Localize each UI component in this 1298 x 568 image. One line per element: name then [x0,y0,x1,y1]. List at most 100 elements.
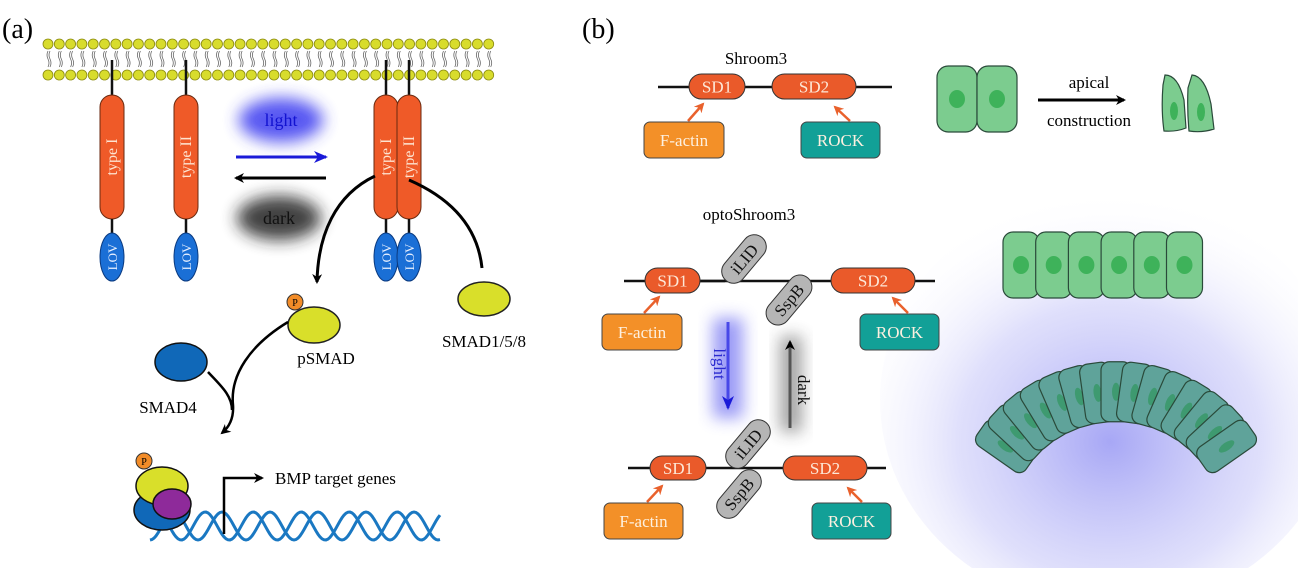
lipid-head [257,69,269,81]
lipid-tail [444,50,447,68]
lipid-head [200,69,212,81]
lipid-tail [274,50,278,68]
complex-phospho [135,452,153,470]
lipid-tail [408,50,411,68]
lipid-head [223,38,235,50]
complex-cofactor [152,488,192,520]
sspb-domain-shape [716,469,762,519]
cell-nucleus [1170,102,1178,120]
flat-cell [1035,231,1073,299]
lipid-head [291,69,303,81]
lipid-head [245,38,257,50]
lipid-head [65,38,76,50]
cell-nucleus [1143,256,1160,274]
lipid-head [166,69,178,81]
lipid-head [132,69,144,81]
lipid-tail [69,50,72,68]
lipid-head [110,38,122,50]
lipid-head [189,69,201,81]
lipid-head [223,69,235,81]
cell-nucleus [949,90,965,108]
lipid-tail [376,50,380,68]
lipid-head [144,69,156,81]
light-glow [239,98,323,142]
phospho-group [286,293,304,311]
factin-box-label: F-actin [618,323,667,342]
rock-box-label: ROCK [828,512,876,531]
lipid-head [483,38,495,50]
lipid-head [313,38,325,50]
smad158-blob [457,281,511,317]
lipid-tail [374,50,378,68]
lipid-tail [466,50,470,68]
lipid-tail [432,50,436,68]
ilid-domain: iLID [721,234,767,284]
lipid-head [449,69,461,81]
lipid-tail [306,50,310,68]
lipid-tail [250,50,253,68]
lipid-head [358,69,370,81]
lipid-head [449,38,461,50]
shroom3-title: Shroom3 [725,49,787,68]
factin-box [643,121,725,159]
lipid-tail [227,50,231,68]
lipid-tail [272,50,276,68]
dark-label-b: dark [794,375,813,406]
binding-arrow [643,295,661,314]
smad4-blob [154,342,208,382]
rock-box-label: ROCK [817,131,865,150]
lipid-head [313,69,325,81]
cell-nucleus [1024,413,1038,429]
lipid-head [76,38,88,50]
factin-box [603,502,684,540]
flat-cell [1002,231,1040,299]
lipid-head [144,38,156,50]
lipid-tail [57,50,61,68]
factin-box-label: F-actin [619,512,668,531]
lipid-head [212,38,223,50]
lipid-tail [48,50,52,68]
lipid-head [438,38,449,50]
cell-nucleus [1197,103,1205,121]
lipid-tail [478,50,481,68]
lipid-tail [229,50,233,68]
lipid-tail [91,50,95,68]
sd1-domain-shape [688,73,746,100]
cells-after [1161,74,1215,133]
sspb-domain: SspB [716,469,762,519]
lipid-head [381,38,393,50]
lipid-head [347,38,359,50]
lipid-head [121,69,133,81]
lipid-tail [218,50,221,68]
cell-nucleus [1176,256,1193,274]
curved-cell [1196,419,1258,474]
lipid-tail [295,50,298,68]
lipid-head [415,69,427,81]
lipid-tail [385,50,389,68]
cell-nucleus [1045,256,1062,274]
dark-glow [237,196,321,240]
lipid-tail [464,50,468,68]
dna-strand [148,510,442,542]
lipid-tail [455,50,459,68]
lipid-head [426,69,438,81]
lipid-head [189,38,201,50]
lov-label: LOV [179,243,194,270]
ilid-domain-shape [721,234,767,284]
sd2-domain-shape [771,73,857,100]
smad4-label: SMAD4 [139,398,197,417]
cell-nucleus [1056,394,1068,411]
sd1-domain: SD1 [644,267,701,294]
lipid-tail [430,50,434,68]
lov-domain [99,232,125,282]
lipid-head [347,69,359,81]
lipid-head [268,69,280,81]
lipid-tail [398,50,402,68]
lov-domain [173,232,199,282]
lipid-tail [329,50,332,68]
cell-nucleus [1112,382,1120,401]
sd2-domain-label: SD2 [858,272,888,291]
dark-label-a: dark [263,208,295,228]
lipid-tail [263,50,267,68]
cell-nucleus [1194,413,1208,429]
